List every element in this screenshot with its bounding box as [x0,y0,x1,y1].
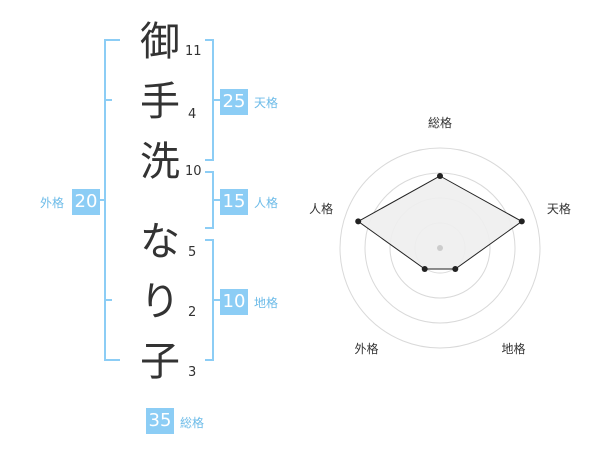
radar-axis-label-2: 天格 [546,202,571,217]
radar-axis-label-1: 総格 [427,116,452,130]
radar-point-1 [437,173,443,179]
soukaku-label: 総格 [180,416,205,430]
tenkaku-value-badge: 25 [220,89,248,115]
stroke-count-6: 3 [188,365,197,380]
stroke-count-3: 10 [185,164,202,179]
chikaku-label: 地格 [254,296,279,310]
stroke-count-2: 4 [188,107,197,122]
radar-axis-label-4: 外格 [354,342,379,357]
radar-axis-label-5: 人格 [309,202,334,217]
radar-point-3 [452,266,459,273]
name-char-6: 子 [140,339,180,385]
chikaku-value-badge: 10 [220,289,248,315]
gaikaku-bracket [100,39,120,361]
chikaku-bracket [205,239,220,361]
radar-point-5 [355,218,362,225]
radar-point-2 [518,218,525,225]
stroke-count-4: 5 [188,245,197,260]
radar-series-polygon [357,175,523,270]
tenkaku-bracket [205,39,220,161]
tenkaku-label: 天格 [254,96,279,110]
name-char-2: 手 [140,79,180,125]
stroke-count-1: 11 [185,44,202,59]
radar-point-4 [421,266,428,273]
stroke-count-5: 2 [188,305,197,320]
name-char-3: 洗 [140,139,180,185]
gaikaku-value-badge: 20 [72,189,100,215]
radar-grid-ring-4 [339,147,541,349]
radar-center-dot [437,245,443,251]
name-char-5: り [140,279,180,325]
jinkaku-bracket [205,171,220,229]
jinkaku-value-badge: 15 [220,189,248,215]
name-char-4: な [140,219,180,265]
radar-axis-label-3: 地格 [501,342,526,357]
name-char-1: 御 [140,19,180,65]
jinkaku-label: 人格 [254,196,279,210]
gaikaku-label: 外格 [40,196,65,210]
soukaku-value-badge: 35 [146,408,174,434]
